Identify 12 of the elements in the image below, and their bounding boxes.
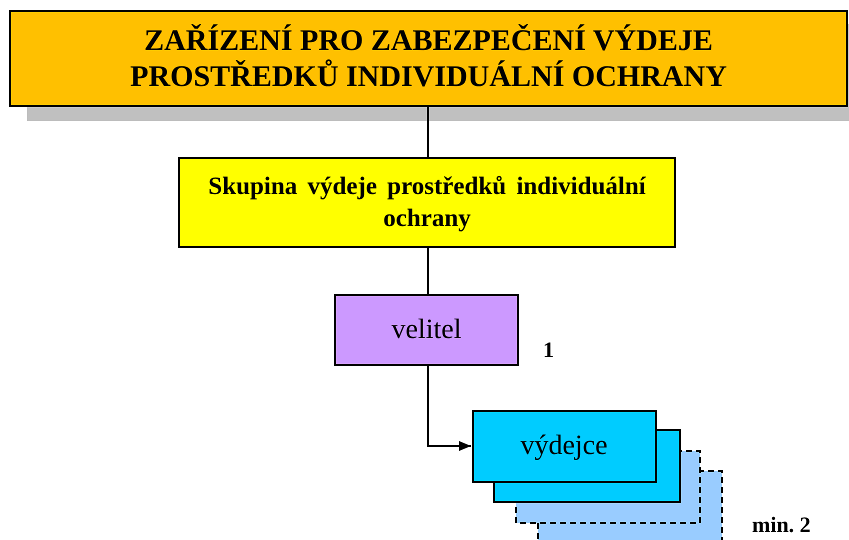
box-label: výdejce: [519, 429, 609, 463]
arrow: [427, 366, 471, 451]
box-label: Skupina výdeje prostředků individuální ochrany: [207, 172, 647, 234]
group-box: [178, 157, 676, 248]
count-label: 1: [543, 336, 554, 364]
connector-line: [427, 107, 429, 157]
box-label: ZAŘÍZENÍ PRO ZABEZPEČENÍ VÝDEJE PROSTŘEDKŮ INDIVIDUÁLNÍ OCHRANY: [129, 22, 728, 94]
role-box: [334, 294, 519, 366]
connector-line: [427, 248, 429, 294]
count-label: min. 2: [752, 511, 811, 539]
stacked-role-cards: [472, 410, 723, 540]
box-label: velitel: [392, 313, 462, 347]
